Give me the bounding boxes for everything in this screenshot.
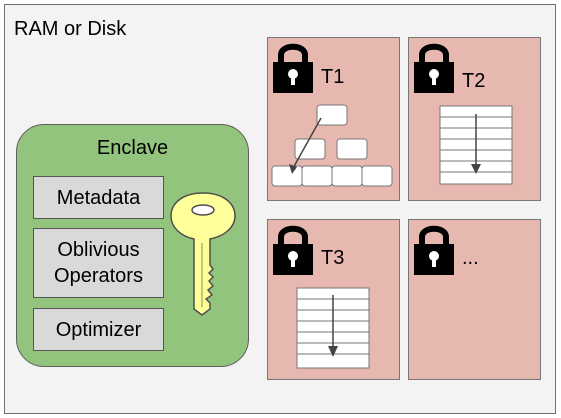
table-t1: T1 [267,37,400,201]
oblivious-operators-label: Oblivious Operators [54,239,143,287]
table-t3-label: T3 [321,247,345,269]
table-t2: T2 [408,37,541,201]
table-t3: T3 [267,219,400,380]
tree-index-diagram [271,104,393,187]
metadata-label: Metadata [56,186,141,209]
storage-title: RAM or Disk [14,18,127,40]
key-icon [170,192,236,316]
lock-icon [414,225,454,275]
oblivious-operators-module: Oblivious Operators [33,228,164,298]
table-more: ... [408,219,541,380]
lock-icon [273,43,313,93]
table-t1-label: T1 [321,66,345,88]
optimizer-module: Optimizer [33,308,164,351]
lock-icon [273,225,313,275]
sequential-scan-diagram [439,105,513,185]
table-more-label: ... [462,247,479,269]
enclave: Enclave Metadata Oblivious Operators Opt… [16,124,249,367]
metadata-module: Metadata [33,176,164,219]
table-t2-label: T2 [462,70,486,92]
sequential-scan-diagram [296,287,370,369]
enclave-title: Enclave [96,137,169,159]
lock-icon [414,43,454,93]
optimizer-label: Optimizer [55,318,142,341]
